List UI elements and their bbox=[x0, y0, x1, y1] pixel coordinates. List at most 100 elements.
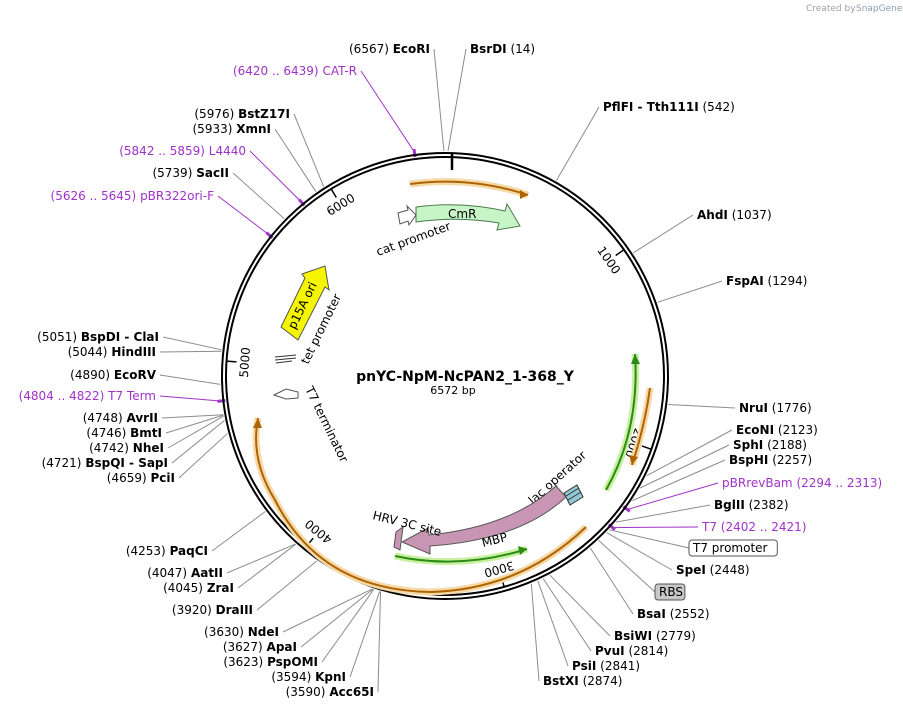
restriction-site-label: NruI (1776) bbox=[739, 401, 812, 415]
lower-orf-arc bbox=[255, 417, 587, 594]
site-position: (4748) bbox=[83, 411, 123, 425]
primer-label: (6420 .. 6439) CAT-R bbox=[233, 64, 357, 78]
site-name: CAT-R bbox=[322, 64, 357, 78]
site-leader bbox=[639, 444, 730, 489]
cmr-label: CmR bbox=[448, 207, 476, 221]
restriction-site-label: (3590) Acc65I bbox=[286, 685, 374, 699]
site-name: pBRrevBam bbox=[722, 476, 793, 490]
site-name: AhdI bbox=[697, 208, 728, 222]
site-position: (2552) bbox=[670, 607, 710, 621]
site-leader bbox=[237, 543, 296, 589]
restriction-site-label: (4742) NheI bbox=[89, 441, 164, 455]
site-name: SacII bbox=[196, 166, 229, 180]
site-leader bbox=[159, 350, 222, 353]
site-name: NheI bbox=[133, 441, 164, 455]
cmr-orf-arrowhead bbox=[520, 190, 528, 199]
site-position: (3590) bbox=[286, 685, 326, 699]
site-leader bbox=[178, 433, 228, 479]
site-name: SpeI bbox=[676, 563, 706, 577]
restriction-site-label: (4045) ZraI bbox=[163, 581, 234, 595]
site-leader bbox=[282, 588, 373, 633]
site-position: (2448) bbox=[710, 563, 750, 577]
restriction-site-label: (4746) BmtI bbox=[86, 426, 162, 440]
site-leader bbox=[300, 588, 374, 648]
site-leader bbox=[349, 591, 381, 678]
backbone-inner bbox=[225, 156, 665, 596]
feature-box-label: RBS bbox=[659, 585, 683, 599]
site-leader bbox=[549, 574, 611, 637]
credit-prefix: Created by bbox=[806, 4, 856, 14]
site-name: BsiWI bbox=[614, 629, 652, 643]
site-position: (1037) bbox=[732, 208, 772, 222]
restriction-site-label: (4659) PciI bbox=[107, 471, 175, 485]
site-position: (3630) bbox=[204, 625, 244, 639]
site-name: NdeI bbox=[248, 625, 279, 639]
site-position: (2402 .. 2421) bbox=[721, 520, 807, 534]
right-orf-arrowhead bbox=[629, 455, 638, 465]
restriction-site-label: BglII (2382) bbox=[714, 498, 789, 512]
site-leader bbox=[162, 336, 222, 351]
site-position: (2294 .. 2313) bbox=[796, 476, 882, 490]
restriction-site-label: (5051) BspDI - ClaI bbox=[37, 330, 159, 344]
site-name: AvrII bbox=[126, 411, 158, 425]
site-name: EcoNI bbox=[736, 423, 774, 437]
restriction-site-label: (3627) ApaI bbox=[223, 640, 297, 654]
plasmid-length: 6572 bp bbox=[430, 384, 475, 397]
primer-label: (5842 .. 5859) L4440 bbox=[119, 144, 246, 158]
t7-terminator-label: T7 terminator bbox=[302, 383, 351, 464]
site-name: Acc65I bbox=[329, 685, 374, 699]
site-name: PciI bbox=[151, 471, 176, 485]
ruler-tick-label: 6000 bbox=[324, 191, 357, 219]
restriction-site-label: FspAI (1294) bbox=[726, 274, 807, 288]
site-name: T7 bbox=[701, 520, 717, 534]
site-name: pBR322ori-F bbox=[140, 189, 214, 203]
site-leader bbox=[632, 459, 726, 502]
site-leader bbox=[165, 414, 224, 434]
site-position: (3920) bbox=[172, 603, 212, 617]
feature-box bbox=[654, 583, 686, 601]
site-position: (1294) bbox=[768, 274, 808, 288]
restriction-site-label: BspHI (2257) bbox=[729, 453, 812, 467]
restriction-site-label: (3594) KpnI bbox=[271, 670, 346, 684]
restriction-site-label: (5976) BstZ17I bbox=[194, 107, 290, 121]
primer-label: (4804 .. 4822) T7 Term bbox=[19, 389, 156, 403]
site-position: (4045) bbox=[163, 581, 203, 595]
site-position: (1776) bbox=[772, 401, 812, 415]
primer-label: T7 (2402 .. 2421) bbox=[701, 520, 807, 534]
site-position: (5976) bbox=[194, 107, 234, 121]
site-leader bbox=[606, 532, 673, 571]
restriction-site-label: (3623) PspOMI bbox=[223, 655, 318, 669]
ruler-tick bbox=[615, 249, 625, 257]
restriction-site-label: (5044) HindIII bbox=[68, 345, 156, 359]
site-position: (5933) bbox=[193, 122, 233, 136]
feature-box-label: T7 promoter bbox=[692, 541, 768, 555]
site-leader bbox=[226, 543, 296, 574]
site-leader bbox=[589, 547, 634, 615]
site-position: (4742) bbox=[89, 441, 129, 455]
site-leader bbox=[161, 414, 224, 419]
site-position: (2382) bbox=[749, 498, 789, 512]
site-leader bbox=[159, 395, 221, 402]
site-name: BsaI bbox=[637, 607, 666, 621]
site-leader bbox=[627, 482, 719, 510]
site-position: (5626 .. 5645) bbox=[51, 189, 137, 203]
site-leader bbox=[274, 128, 317, 192]
site-position: (4047) bbox=[147, 566, 187, 580]
site-name: KpnI bbox=[315, 670, 346, 684]
site-name: BglII bbox=[714, 498, 745, 512]
restriction-site-label: BsaI (2552) bbox=[637, 607, 710, 621]
site-leader bbox=[256, 560, 318, 611]
cmr-orf-arc bbox=[409, 180, 529, 196]
site-name: BsrDI bbox=[470, 42, 507, 56]
p15a-ori-arrow bbox=[280, 265, 330, 341]
restriction-site-label: (3920) DraIII bbox=[172, 603, 253, 617]
site-position: (4721) bbox=[42, 456, 82, 470]
backbone-outer bbox=[221, 152, 669, 600]
site-leader bbox=[537, 580, 569, 667]
site-name: XmnI bbox=[236, 122, 271, 136]
mbp-label: MBP bbox=[480, 530, 508, 550]
restriction-site-label: BsiWI (2779) bbox=[614, 629, 696, 643]
restriction-site-label: SphI (2188) bbox=[733, 438, 807, 452]
site-position: (4804 .. 4822) bbox=[19, 389, 105, 403]
